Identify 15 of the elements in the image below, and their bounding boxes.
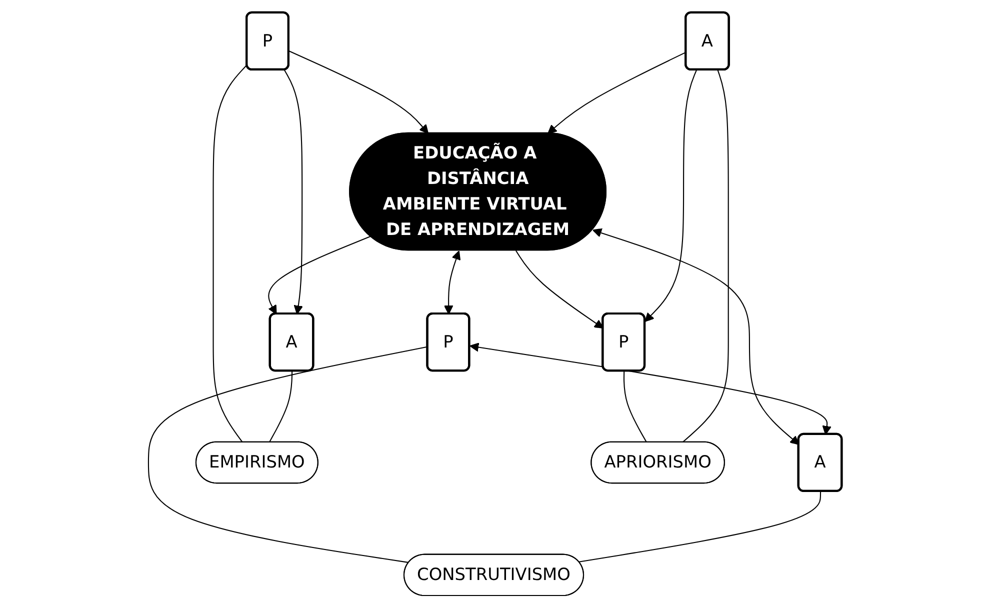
connector — [623, 371, 648, 443]
arrow — [284, 70, 303, 314]
connector — [212, 64, 248, 443]
connector — [578, 491, 822, 562]
arrow — [515, 250, 604, 329]
arrow — [592, 228, 800, 445]
connector — [148, 346, 428, 564]
arrow — [444, 250, 461, 314]
arrow — [644, 70, 697, 322]
arrow — [268, 236, 371, 314]
connector — [268, 371, 293, 443]
arrow — [470, 342, 832, 435]
arrow — [548, 52, 686, 134]
connector — [682, 70, 729, 443]
arrow — [288, 50, 429, 134]
